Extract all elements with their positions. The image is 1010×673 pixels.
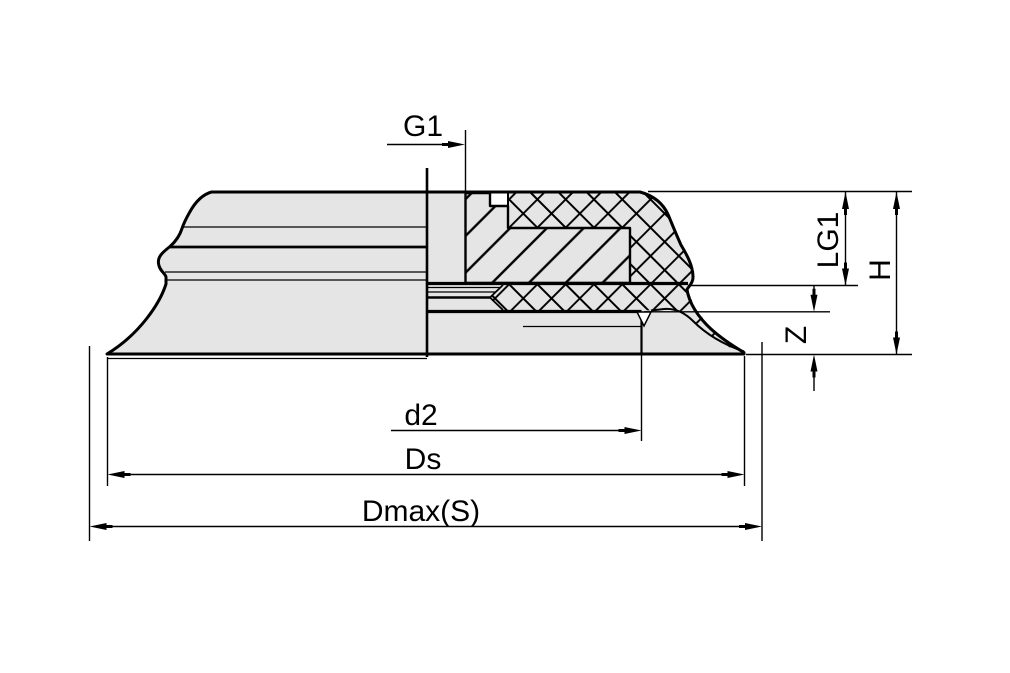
dim-label-h: H <box>864 259 897 281</box>
dim-label-z: Z <box>780 326 813 344</box>
dim-label-ds: Ds <box>405 443 442 476</box>
dimension-h: H <box>746 192 912 356</box>
g1-arrow-right <box>442 141 465 148</box>
dim-label-lg1: LG1 <box>812 212 845 269</box>
left-exterior-view-lines <box>165 226 427 281</box>
ds-arrow-left <box>107 471 131 478</box>
dimension-d2: d2 <box>391 354 643 441</box>
cup-wall-inner-edge <box>650 307 745 353</box>
dimension-dmax: Dmax(S) <box>88 342 763 541</box>
dimension-lg1: LG1 <box>688 192 858 287</box>
dim-label-dmax: Dmax(S) <box>362 495 480 528</box>
rubber-section-top-hatch <box>508 192 694 285</box>
lg1-arrow-up <box>842 192 849 215</box>
ds-arrow-right <box>721 471 745 478</box>
dim-label-g1: G1 <box>403 110 443 143</box>
dimension-ds: Ds <box>106 356 746 486</box>
dmax-arrow-left <box>89 523 113 530</box>
h-arrow-up <box>893 192 900 215</box>
h-arrow-down <box>893 331 900 355</box>
d2-arrow-right <box>618 427 642 434</box>
dmax-arrow-right <box>739 523 762 530</box>
z-arrow-down <box>810 288 818 312</box>
dimension-g1: G1 <box>387 110 467 192</box>
z-arrow-up <box>810 354 818 378</box>
section-edge-lines <box>427 193 745 355</box>
lg1-arrow-down <box>842 262 849 286</box>
insert-step-void <box>491 193 508 206</box>
dimension-z: Z <box>644 285 830 391</box>
rubber-section-lower-hatch <box>490 285 744 352</box>
dim-label-d2: d2 <box>404 399 437 432</box>
